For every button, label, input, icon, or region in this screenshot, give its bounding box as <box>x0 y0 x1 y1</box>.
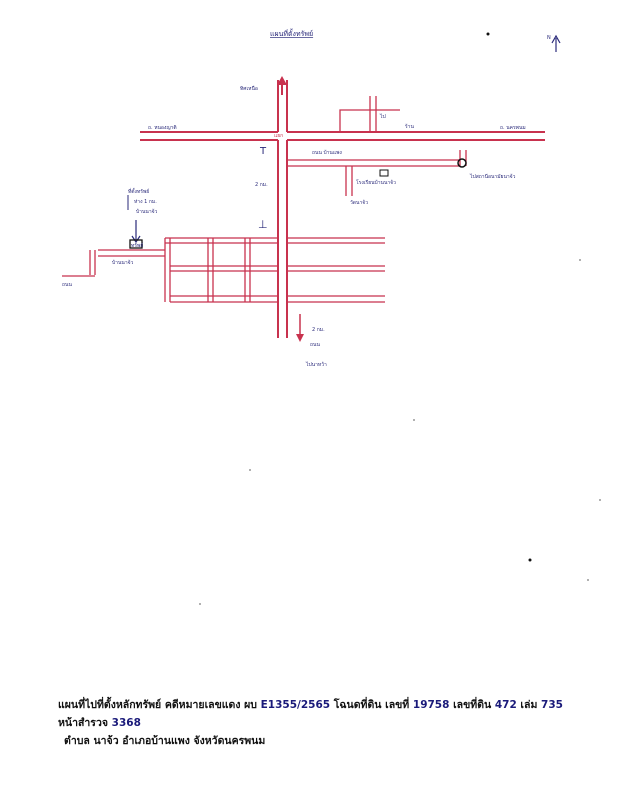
land-number: 472 <box>494 699 517 711</box>
top-arrow-icon <box>277 76 287 95</box>
bottom-sign-3-label: 2 กม. <box>312 327 325 333</box>
mid-road-label: ถนน บ้านแพง <box>312 149 342 156</box>
caption-location: ตำบล นาจ้ว อำเภอบ้านแพง จังหวัดนครพนม <box>64 735 266 747</box>
subject-marker <box>129 239 143 249</box>
village-label: บ้านนาจ้ว <box>112 259 134 266</box>
subject-label: ทรัพย์ <box>131 242 143 249</box>
north-arrow-icon: N <box>547 34 561 52</box>
survey-page: 3368 <box>111 717 141 729</box>
left-sign <box>127 195 141 244</box>
mid-east-road <box>287 150 467 167</box>
svg-text:N: N <box>547 35 551 41</box>
book-number: 735 <box>541 699 563 711</box>
caption-line-2: หน้าสำรวจ 3368 <box>58 714 598 732</box>
school-label: โรงเรียนบ้านนาจ้ว <box>356 179 396 186</box>
case-number: E1355/2565 <box>260 699 331 711</box>
right-road-label: ถ. นครพนม <box>500 125 526 131</box>
sign-a2-label: ห่าง 1 กม. <box>134 199 157 205</box>
deed-number: 19758 <box>412 699 450 711</box>
distance-marker-1: T <box>259 146 267 157</box>
caption-text: โฉนดที่ดิน เลขที่ <box>330 699 413 711</box>
caption-text: เลขที่ดิน <box>449 699 495 711</box>
temple-label: วัดนาจ้ว <box>350 199 368 206</box>
side-road <box>345 166 353 196</box>
caption-text: เล่ม <box>516 699 542 711</box>
caption-text: แผนที่ไปที่ตั้งหลักทรัพย์ คดีหมายเลขแดง … <box>58 699 261 711</box>
distance-marker-2: ⊥ <box>258 218 268 231</box>
caption-text: หน้าสำรวจ <box>58 717 112 729</box>
distance-label-1: 2 กม. <box>255 182 268 188</box>
village-grid <box>164 237 385 303</box>
bottom-arrow-icon <box>296 314 304 342</box>
bottom-sign-2-label: ไปนาหว้า <box>305 361 327 368</box>
map-title: แผนที่ตั้งทรัพย์ <box>270 27 313 38</box>
sign-a-label: ที่ตั้งทรัพย์ <box>128 186 149 195</box>
bottom-sign-label: ถนน <box>310 342 320 348</box>
village-road-west <box>62 249 165 277</box>
map-caption: แผนที่ไปที่ตั้งหลักทรัพย์ คดีหมายเลขแดง … <box>58 696 598 750</box>
left-road-label: ถ. หนองญาติ <box>148 124 177 131</box>
right-sign-label: ไปสถานีอนามัยนาจ้ว <box>469 173 516 180</box>
branch-label-2: ร้าน <box>405 123 415 130</box>
west-label: ถนน <box>62 282 72 288</box>
main-east-west-road <box>140 131 545 141</box>
upper-right-branch <box>339 96 400 132</box>
school-marker <box>379 169 389 177</box>
caption-line-1: แผนที่ไปที่ตั้งหลักทรัพย์ คดีหมายเลขแดง … <box>58 696 598 714</box>
junction-label: แยก <box>274 133 283 139</box>
north-label: ทิศเหนือ <box>240 85 258 92</box>
sign-a3-label: บ้านนาจ้ว <box>136 208 158 215</box>
caption-line-3: ตำบล นาจ้ว อำเภอบ้านแพง จังหวัดนครพนม <box>58 732 598 750</box>
main-north-south-road <box>277 80 288 338</box>
scan-specks <box>199 32 601 605</box>
branch-label-1: ไป <box>379 113 386 120</box>
landmark-icon <box>457 158 467 168</box>
